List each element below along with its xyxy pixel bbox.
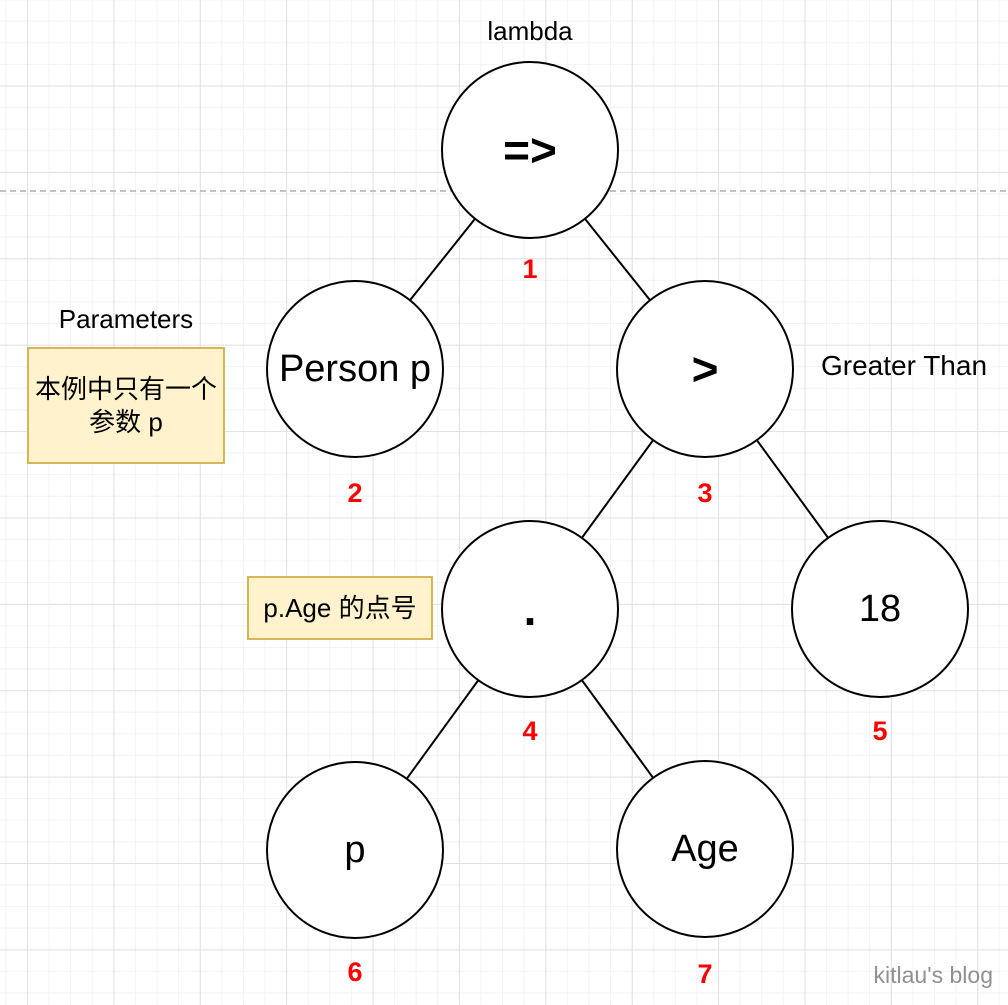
- node-circle-age: [616, 760, 794, 938]
- node-label-person-p: Person p: [278, 348, 432, 390]
- node-label-18: 18: [858, 588, 902, 630]
- order-number-4: 4: [522, 716, 538, 746]
- node-circle-greater-than: [616, 280, 794, 458]
- node-circle-dot: [441, 520, 619, 698]
- parameters-annotation: Parameters: [58, 304, 194, 334]
- blog-watermark: kitlau's blog: [873, 962, 993, 988]
- order-number-2: 2: [347, 478, 363, 508]
- node-label-age: Age: [671, 828, 739, 870]
- node-circle-lambda: [441, 61, 619, 239]
- node-circle-p: [266, 761, 444, 939]
- lambda-annotation: lambda: [487, 16, 573, 46]
- order-number-6: 6: [347, 957, 363, 987]
- order-number-3: 3: [697, 478, 713, 508]
- node-circle-person-p: [266, 280, 444, 458]
- dot-note-box: p.Age 的点号: [247, 576, 433, 640]
- order-number-5: 5: [872, 716, 888, 746]
- greater-than-annotation: Greater Than: [821, 350, 988, 381]
- node-label-dot: .: [523, 583, 537, 635]
- order-number-7: 7: [697, 959, 713, 989]
- node-label-lambda: =>: [503, 124, 557, 176]
- node-label-p: p: [344, 829, 366, 871]
- parameters-note-box: 本例中只有一个 参数 p: [27, 347, 225, 464]
- node-label-greater-than: >: [691, 343, 719, 395]
- order-number-1: 1: [522, 254, 538, 284]
- node-circle-18: [791, 520, 969, 698]
